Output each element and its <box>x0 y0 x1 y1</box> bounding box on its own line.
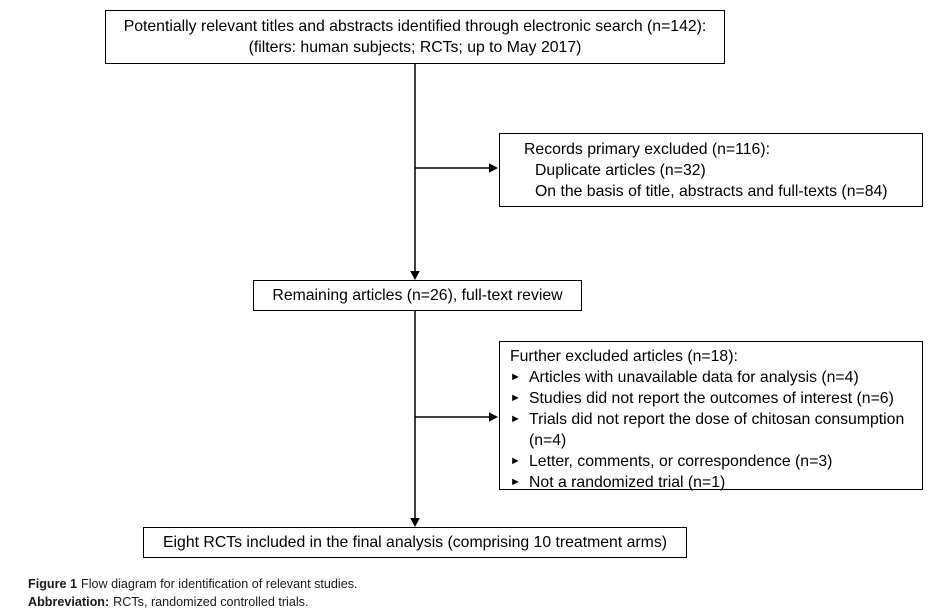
primary-excluded-header: Records primary excluded (n=116): <box>524 141 770 158</box>
bullet-icon: ► <box>510 476 521 488</box>
further-excluded-item: Trials did not report the dose of chitos… <box>529 411 905 449</box>
caption-line-figure: Figure 1 Flow diagram for identification … <box>28 576 358 594</box>
primary-excluded-item: On the basis of title, abstracts and ful… <box>535 183 888 200</box>
figure-caption: Figure 1 Flow diagram for identification … <box>28 576 358 611</box>
bullet-icon: ► <box>510 455 521 467</box>
further-excluded-item: Articles with unavailable data for analy… <box>529 369 859 386</box>
further-excluded-list: ► Articles with unavailable data for ana… <box>509 367 920 493</box>
primary-excluded-item: Duplicate articles (n=32) <box>535 162 706 179</box>
identified-line1: Potentially relevant titles and abstract… <box>123 18 707 35</box>
caption-line-abbreviation: Abbreviation:RCTs, randomized controlled… <box>28 594 358 612</box>
abbreviation-text: RCTs, randomized controlled trials. <box>113 594 309 609</box>
arrow-branch-primary-excluded <box>415 163 498 173</box>
list-item: ► Not a randomized trial (n=1) <box>509 472 920 493</box>
box-identified-records: Potentially relevant titles and abstract… <box>105 10 725 64</box>
list-item: ► Trials did not report the dose of chit… <box>509 409 920 451</box>
abbreviation-label: Abbreviation: <box>28 594 110 609</box>
bullet-icon: ► <box>510 413 521 425</box>
list-item: ► Studies did not report the outcomes of… <box>509 388 920 409</box>
box-primary-excluded: Records primary excluded (n=116): Duplic… <box>499 133 923 207</box>
figure-label: Figure 1 <box>28 577 77 591</box>
arrow-remaining-to-final <box>410 311 420 527</box>
figure-caption-text: Flow diagram for identification of relev… <box>81 577 358 591</box>
box-remaining-articles: Remaining articles (n=26), full-text rev… <box>253 280 582 311</box>
bullet-icon: ► <box>510 371 521 383</box>
further-excluded-item: Studies did not report the outcomes of i… <box>529 390 894 407</box>
further-excluded-item: Not a randomized trial (n=1) <box>529 474 726 491</box>
box-further-excluded: Further excluded articles (n=18): ► Arti… <box>499 341 923 493</box>
remaining-text: Remaining articles (n=26), full-text rev… <box>272 287 563 304</box>
identified-line2: (filters: human subjects; RCTs; up to Ma… <box>248 39 582 56</box>
arrow-branch-further-excluded <box>415 412 498 422</box>
further-excluded-header: Further excluded articles (n=18): <box>510 348 738 365</box>
arrow-identified-to-remaining <box>410 64 420 280</box>
bullet-icon: ► <box>510 392 521 404</box>
further-excluded-item: Letter, comments, or correspondence (n=3… <box>529 453 833 470</box>
list-item: ► Letter, comments, or correspondence (n… <box>509 451 920 472</box>
list-item: ► Articles with unavailable data for ana… <box>509 367 920 388</box>
box-final-included: Eight RCTs included in the final analysi… <box>143 527 687 558</box>
final-text: Eight RCTs included in the final analysi… <box>163 534 667 551</box>
